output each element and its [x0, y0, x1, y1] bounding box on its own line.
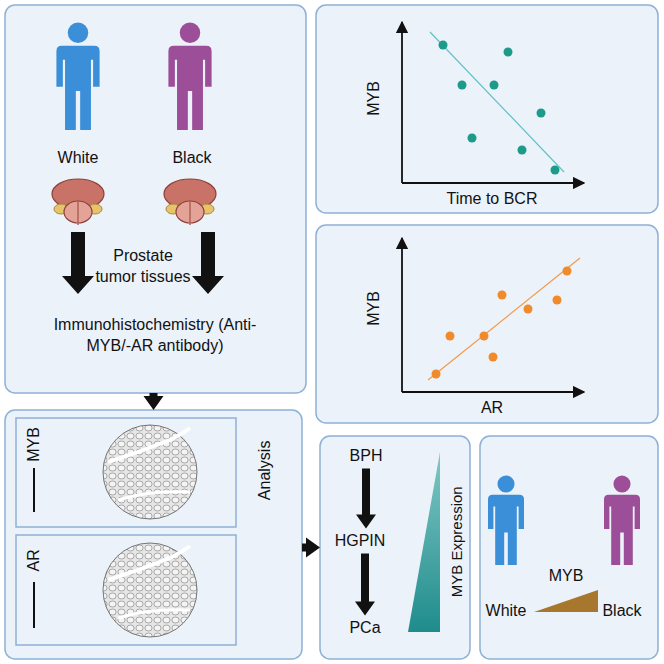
axis-label: MYB [24, 427, 45, 462]
caption-text: AR [481, 398, 503, 419]
caption-text: White [58, 148, 99, 169]
panel: Analysis MYB AR [5, 410, 302, 659]
caption-text: MYB [549, 566, 584, 587]
flow-arrow [355, 553, 375, 615]
caption-text: Black [172, 148, 211, 169]
caption-text: White [486, 601, 527, 622]
axis-label: AR [24, 549, 45, 571]
caption-text: Prostate tumor tissues [91, 246, 195, 288]
panel: MYB Expression BPH HGPIN PCa [320, 436, 470, 659]
stain-box: AR [16, 535, 236, 645]
flow-arrow [302, 538, 320, 558]
stage-label: BPH [346, 444, 387, 469]
axis-label: MYB [364, 81, 385, 116]
flow-arrow [144, 393, 164, 410]
stage-text: PCa [349, 618, 380, 639]
flow-arrow [356, 468, 376, 528]
axis-label: Analysis [256, 440, 277, 500]
caption-text: Black [602, 601, 641, 622]
stage-text: BPH [350, 446, 383, 467]
panel: White BlackProstate tumor tissuesImmunohi… [5, 5, 306, 393]
panel: MYB AR [316, 225, 658, 423]
stage-label: HGPIN [331, 529, 390, 554]
stain-box: MYB [16, 418, 236, 527]
stage-text: HGPIN [335, 531, 386, 552]
panel: MYB Time to BCR [316, 5, 658, 213]
axis-label: MYB Expression [446, 487, 466, 598]
stage-label: PCa [345, 616, 384, 641]
caption-text: Immunohistochemistry (Anti-MYB/-AR antib… [50, 315, 260, 357]
panel: White MYB Black [480, 436, 658, 659]
caption-text: Time to BCR [447, 189, 538, 210]
axis-label: MYB [364, 291, 385, 326]
